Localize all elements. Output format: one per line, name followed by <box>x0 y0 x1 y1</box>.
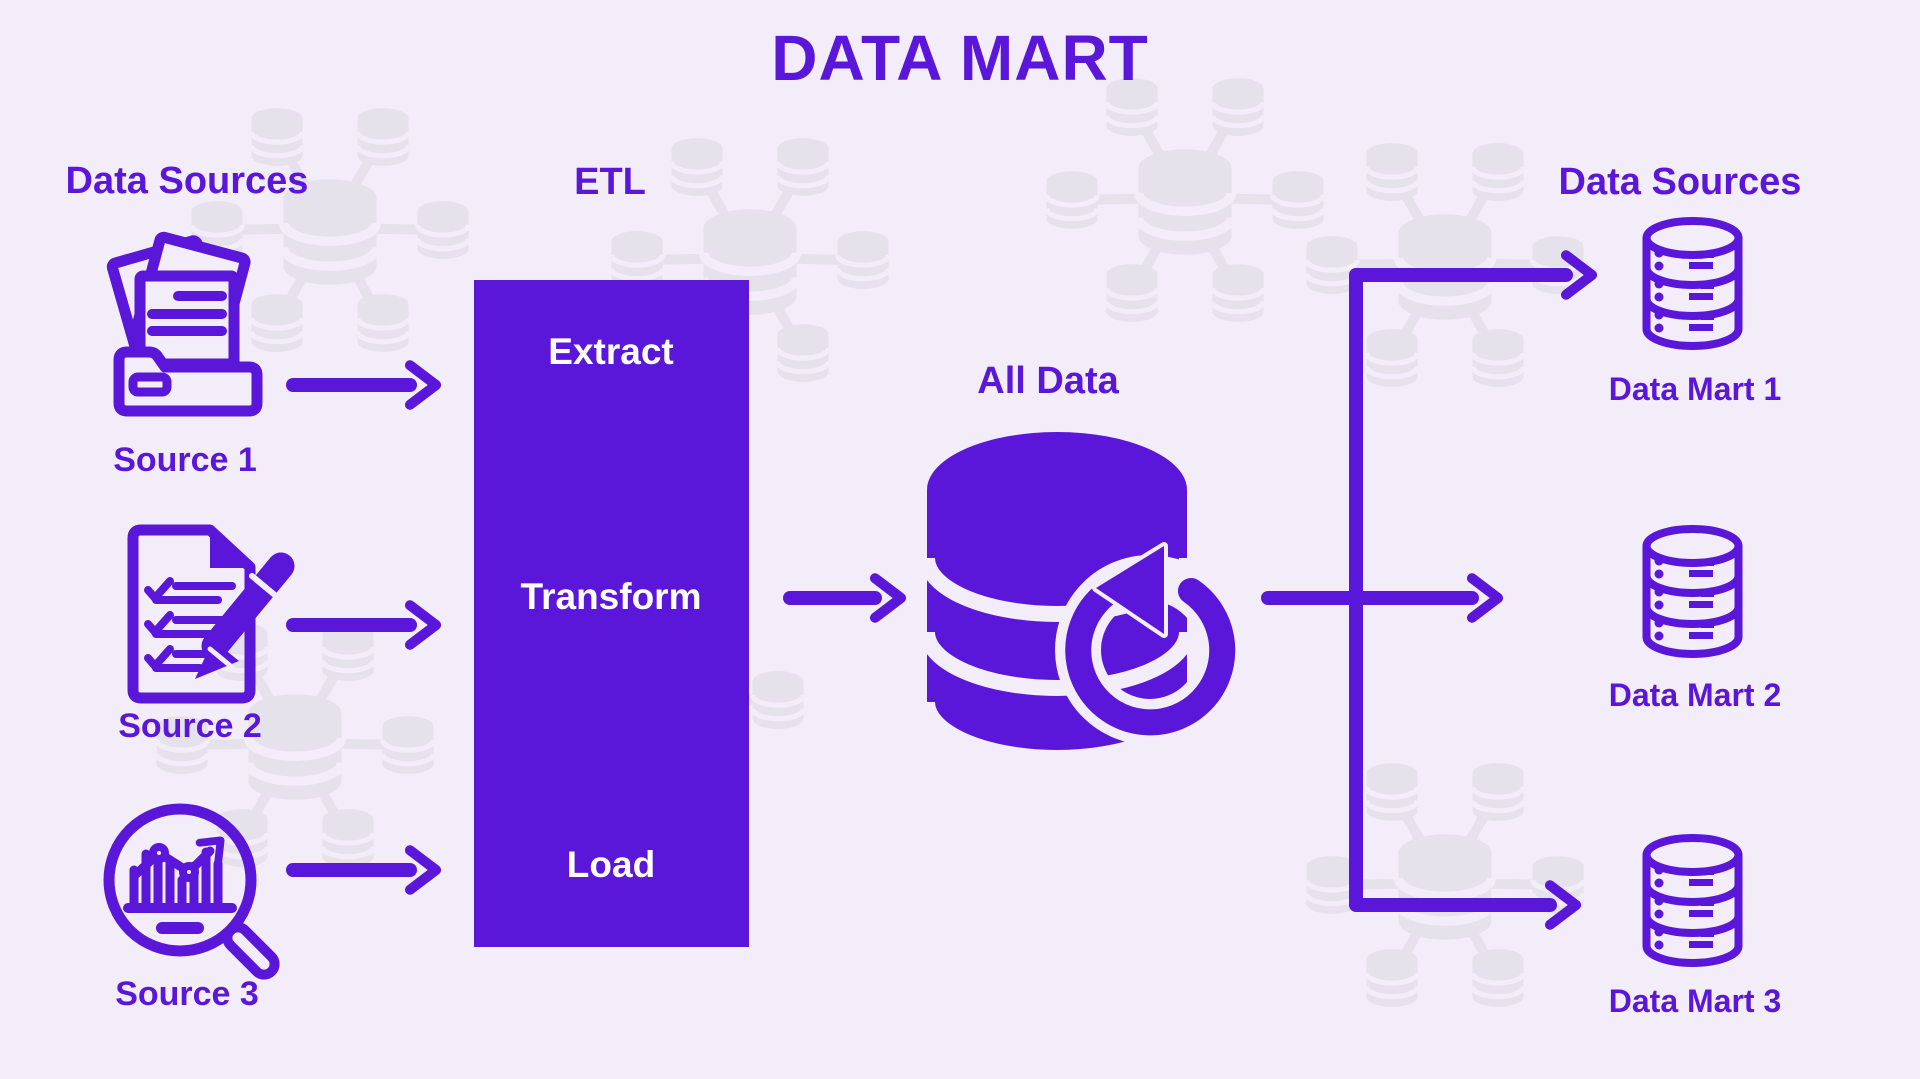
etl-step-transform: Transform <box>520 576 702 617</box>
database-stack-icon-mart1 <box>1647 221 1739 346</box>
etl-heading: ETL <box>574 161 646 203</box>
checklist-pen-icon <box>127 524 295 704</box>
data-mart-2-label: Data Mart 2 <box>1608 677 1782 713</box>
page-title: DATA MART <box>771 22 1149 94</box>
source-2-label: Source 2 <box>118 707 262 745</box>
source-3-label: Source 3 <box>115 975 259 1013</box>
flow-arrows <box>286 250 1598 930</box>
database-stack-icon-mart2 <box>1647 529 1739 654</box>
left-data-sources-heading: Data Sources <box>65 160 309 202</box>
folder-documents-icon <box>106 231 263 417</box>
refresh-arrowhead <box>1092 542 1168 638</box>
arrow-branch-to-mart3 <box>1349 633 1582 930</box>
magnifier-analytics-icon <box>103 803 280 980</box>
data-mart-3-label: Data Mart 3 <box>1608 983 1782 1019</box>
right-data-sources-heading: Data Sources <box>1558 161 1802 203</box>
pen <box>195 552 295 679</box>
etl-step-load: Load <box>566 844 656 885</box>
source-1-label: Source 1 <box>113 441 257 479</box>
all-data-label: All Data <box>977 360 1119 402</box>
etl-box <box>474 280 749 947</box>
etl-step-extract: Extract <box>548 331 674 372</box>
database-stack-icon-mart3 <box>1647 838 1739 963</box>
database-refresh-icon <box>919 432 1245 766</box>
data-mart-1-label: Data Mart 1 <box>1608 371 1782 407</box>
